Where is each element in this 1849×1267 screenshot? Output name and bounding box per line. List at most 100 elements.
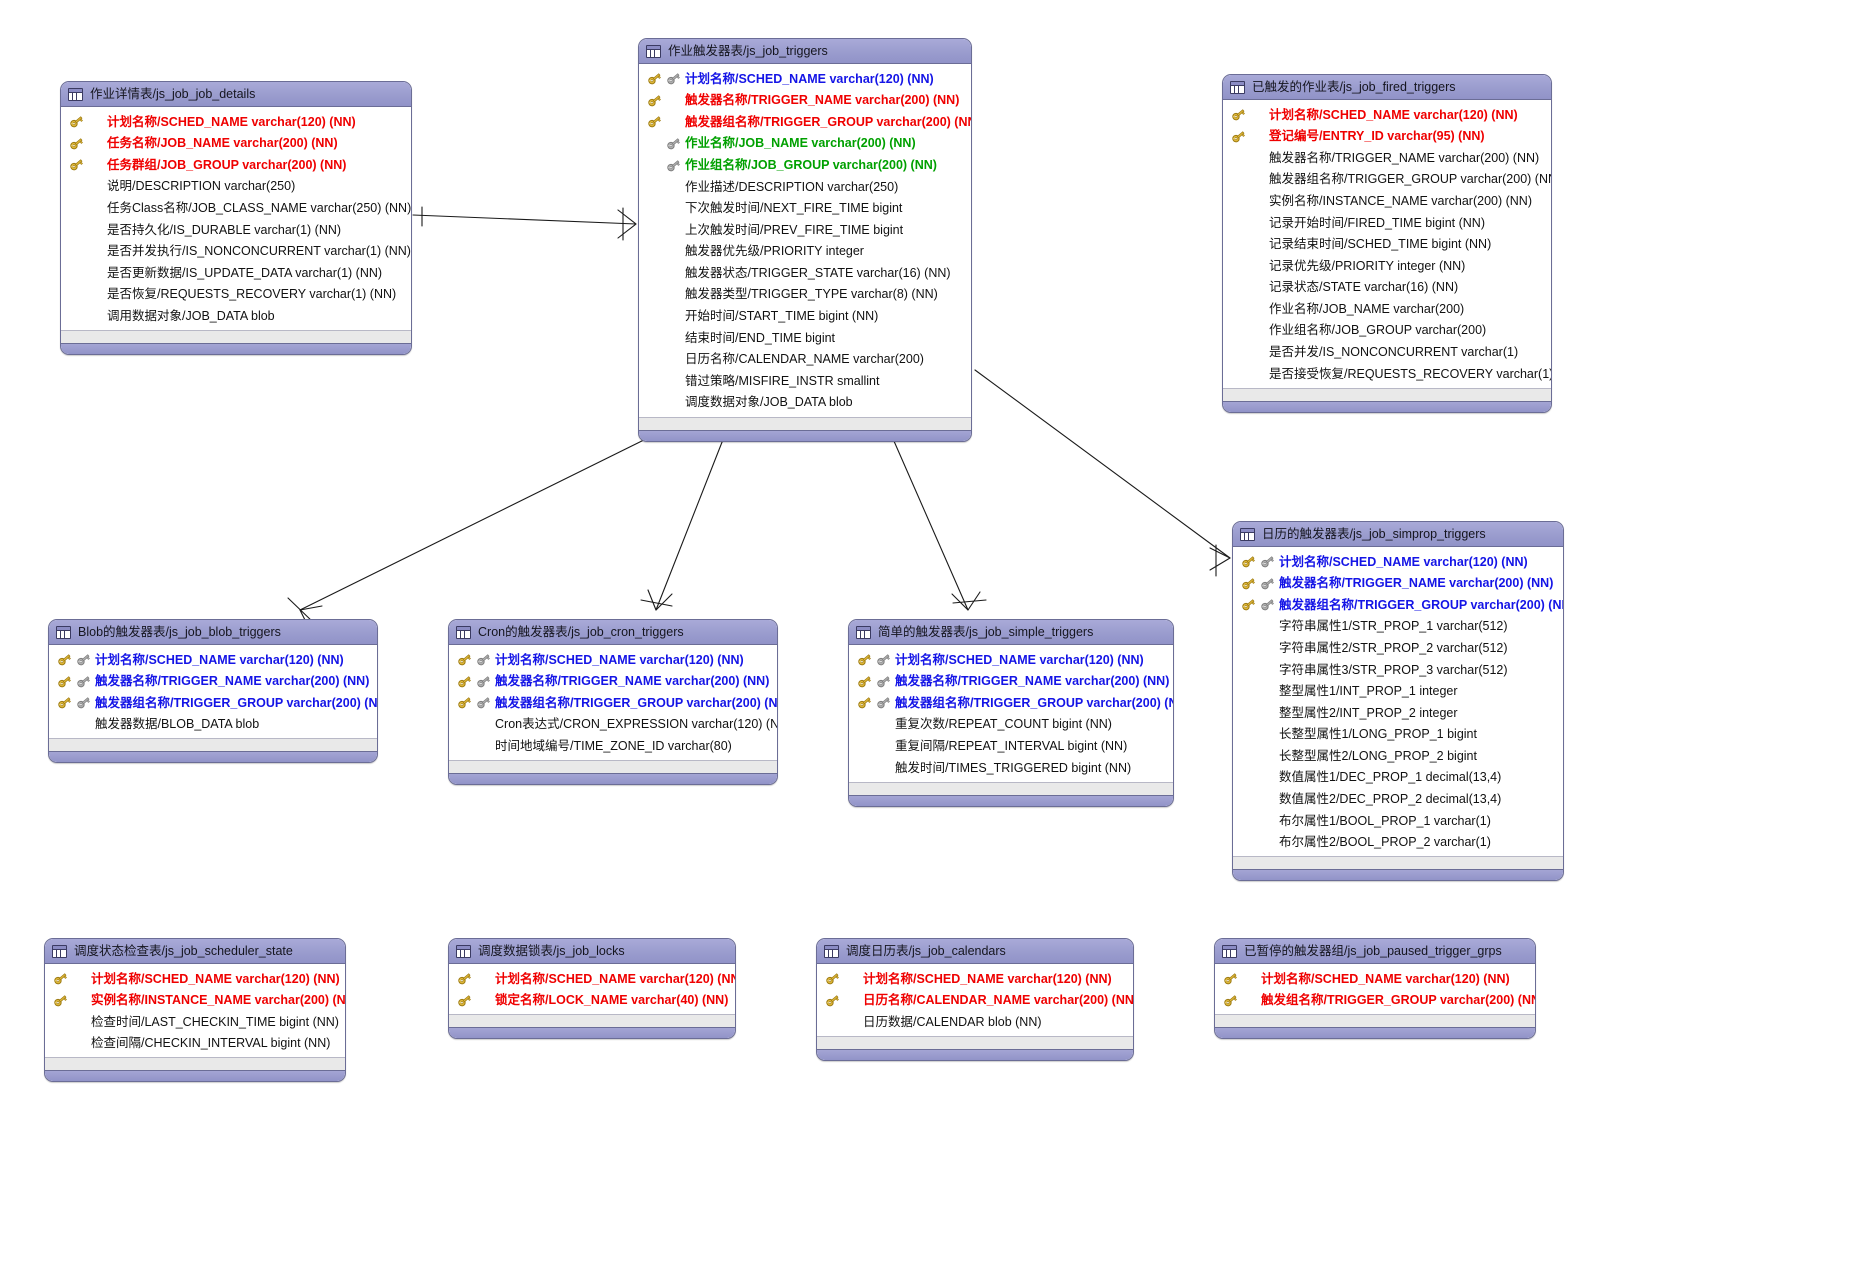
attribute-row[interactable]: 作业名称/JOB_NAME varchar(200) (NN) — [639, 133, 971, 155]
attribute-row[interactable]: 触发器组名称/TRIGGER_GROUP varchar(200) (NN) — [849, 692, 1173, 714]
attribute-row[interactable]: 计划名称/SCHED_NAME varchar(120) (NN) — [449, 968, 735, 990]
attribute-row[interactable]: 任务群组/JOB_GROUP varchar(200) (NN) — [61, 154, 411, 176]
attribute-row[interactable]: 结束时间/END_TIME bigint — [639, 327, 971, 349]
attribute-row[interactable]: 触发器数据/BLOB_DATA blob — [49, 714, 377, 736]
entity-header-locks[interactable]: 调度数据锁表/js_job_locks — [449, 939, 735, 964]
attribute-row[interactable]: 触发器组名称/TRIGGER_GROUP varchar(200) (NN) — [49, 692, 377, 714]
attribute-row[interactable]: 整型属性1/INT_PROP_1 integer — [1233, 681, 1563, 703]
attribute-row[interactable]: 重复间隔/REPEAT_INTERVAL bigint (NN) — [849, 735, 1173, 757]
attribute-row[interactable]: 整型属性2/INT_PROP_2 integer — [1233, 702, 1563, 724]
entity-calendars[interactable]: 调度日历表/js_job_calendars 计划名称/SCHED_NAME va… — [816, 938, 1134, 1061]
attribute-row[interactable]: 调用数据对象/JOB_DATA blob — [61, 305, 411, 327]
entity-header-job_triggers[interactable]: 作业触发器表/js_job_triggers — [639, 39, 971, 64]
attribute-row[interactable]: 触发器状态/TRIGGER_STATE varchar(16) (NN) — [639, 262, 971, 284]
attribute-row[interactable]: 实例名称/INSTANCE_NAME varchar(200) (NN) — [45, 990, 345, 1012]
attribute-row[interactable]: 计划名称/SCHED_NAME varchar(120) (NN) — [49, 649, 377, 671]
attribute-row[interactable]: 时间地域编号/TIME_ZONE_ID varchar(80) — [449, 735, 777, 757]
attribute-row[interactable]: 记录状态/STATE varchar(16) (NN) — [1223, 277, 1551, 299]
attribute-row[interactable]: 是否恢复/REQUESTS_RECOVERY varchar(1) (NN) — [61, 284, 411, 306]
attribute-row[interactable]: 触发器优先级/PRIORITY integer — [639, 241, 971, 263]
attribute-row[interactable]: 登记编号/ENTRY_ID varchar(95) (NN) — [1223, 126, 1551, 148]
attribute-row[interactable]: 任务Class名称/JOB_CLASS_NAME varchar(250) (N… — [61, 197, 411, 219]
attribute-row[interactable]: 下次触发时间/NEXT_FIRE_TIME bigint — [639, 198, 971, 220]
entity-locks[interactable]: 调度数据锁表/js_job_locks 计划名称/SCHED_NAME varch… — [448, 938, 736, 1040]
attribute-row[interactable]: 检查间隔/CHECKIN_INTERVAL bigint (NN) — [45, 1033, 345, 1055]
attribute-row[interactable]: Cron表达式/CRON_EXPRESSION varchar(120) (NN… — [449, 714, 777, 736]
entity-cron_triggers[interactable]: Cron的触发器表/js_job_cron_triggers 计划名称/SCHED… — [448, 619, 778, 785]
attribute-row[interactable]: 触发器名称/TRIGGER_NAME varchar(200) (NN) — [1223, 147, 1551, 169]
attribute-row[interactable]: 日历数据/CALENDAR blob (NN) — [817, 1011, 1133, 1033]
attribute-row[interactable]: 字符串属性3/STR_PROP_3 varchar(512) — [1233, 659, 1563, 681]
attribute-row[interactable]: 重复次数/REPEAT_COUNT bigint (NN) — [849, 714, 1173, 736]
attribute-row[interactable]: 是否更新数据/IS_UPDATE_DATA varchar(1) (NN) — [61, 262, 411, 284]
attribute-row[interactable]: 开始时间/START_TIME bigint (NN) — [639, 306, 971, 328]
attribute-row[interactable]: 说明/DESCRIPTION varchar(250) — [61, 176, 411, 198]
entity-header-fired_triggers[interactable]: 已触发的作业表/js_job_fired_triggers — [1223, 75, 1551, 100]
attribute-row[interactable]: 计划名称/SCHED_NAME varchar(120) (NN) — [849, 649, 1173, 671]
attribute-row[interactable]: 触发组名称/TRIGGER_GROUP varchar(200) (NN) — [1215, 990, 1535, 1012]
entity-header-paused_trigger_grps[interactable]: 已暂停的触发器组/js_job_paused_trigger_grps — [1215, 939, 1535, 964]
attribute-row[interactable]: 计划名称/SCHED_NAME varchar(120) (NN) — [817, 968, 1133, 990]
attribute-row[interactable]: 触发器组名称/TRIGGER_GROUP varchar(200) (NN) — [1233, 594, 1563, 616]
attribute-row[interactable]: 调度数据对象/JOB_DATA blob — [639, 392, 971, 414]
attribute-row[interactable]: 触发器名称/TRIGGER_NAME varchar(200) (NN) — [639, 90, 971, 112]
attribute-row[interactable]: 触发时间/TIMES_TRIGGERED bigint (NN) — [849, 757, 1173, 779]
attribute-row[interactable]: 长整型属性1/LONG_PROP_1 bigint — [1233, 724, 1563, 746]
entity-header-simprop_triggers[interactable]: 日历的触发器表/js_job_simprop_triggers — [1233, 522, 1563, 547]
attribute-row[interactable]: 字符串属性2/STR_PROP_2 varchar(512) — [1233, 637, 1563, 659]
attribute-row[interactable]: 计划名称/SCHED_NAME varchar(120) (NN) — [449, 649, 777, 671]
attribute-row[interactable]: 触发器组名称/TRIGGER_GROUP varchar(200) (NN) — [449, 692, 777, 714]
attribute-row[interactable]: 计划名称/SCHED_NAME varchar(120) (NN) — [1215, 968, 1535, 990]
attribute-row[interactable]: 上次触发时间/PREV_FIRE_TIME bigint — [639, 219, 971, 241]
attribute-row[interactable]: 触发器名称/TRIGGER_NAME varchar(200) (NN) — [449, 671, 777, 693]
attribute-row[interactable]: 触发器类型/TRIGGER_TYPE varchar(8) (NN) — [639, 284, 971, 306]
attribute-row[interactable]: 数值属性2/DEC_PROP_2 decimal(13,4) — [1233, 789, 1563, 811]
entity-simple_triggers[interactable]: 简单的触发器表/js_job_simple_triggers 计划名称/SCHED… — [848, 619, 1174, 807]
attribute-row[interactable]: 锁定名称/LOCK_NAME varchar(40) (NN) — [449, 990, 735, 1012]
attribute-row[interactable]: 布尔属性2/BOOL_PROP_2 varchar(1) — [1233, 832, 1563, 854]
attribute-row[interactable]: 计划名称/SCHED_NAME varchar(120) (NN) — [1223, 104, 1551, 126]
attribute-row[interactable]: 作业组名称/JOB_GROUP varchar(200) (NN) — [639, 154, 971, 176]
entity-blob_triggers[interactable]: Blob的触发器表/js_job_blob_triggers 计划名称/SCHED… — [48, 619, 378, 764]
entity-fired_triggers[interactable]: 已触发的作业表/js_job_fired_triggers 计划名称/SCHED_… — [1222, 74, 1552, 413]
attribute-row[interactable]: 触发器名称/TRIGGER_NAME varchar(200) (NN) — [1233, 573, 1563, 595]
entity-header-scheduler_state[interactable]: 调度状态检查表/js_job_scheduler_state — [45, 939, 345, 964]
attribute-row[interactable]: 触发器名称/TRIGGER_NAME varchar(200) (NN) — [849, 671, 1173, 693]
attribute-row[interactable]: 触发器组名称/TRIGGER_GROUP varchar(200) (NN) — [639, 111, 971, 133]
attribute-row[interactable]: 记录优先级/PRIORITY integer (NN) — [1223, 255, 1551, 277]
attribute-row[interactable]: 字符串属性1/STR_PROP_1 varchar(512) — [1233, 616, 1563, 638]
attribute-row[interactable]: 作业组名称/JOB_GROUP varchar(200) — [1223, 320, 1551, 342]
entity-paused_trigger_grps[interactable]: 已暂停的触发器组/js_job_paused_trigger_grps 计划名称/… — [1214, 938, 1536, 1040]
attribute-row[interactable]: 记录开始时间/FIRED_TIME bigint (NN) — [1223, 212, 1551, 234]
entity-simprop_triggers[interactable]: 日历的触发器表/js_job_simprop_triggers 计划名称/SCHE… — [1232, 521, 1564, 882]
attribute-row[interactable]: 计划名称/SCHED_NAME varchar(120) (NN) — [45, 968, 345, 990]
entity-header-calendars[interactable]: 调度日历表/js_job_calendars — [817, 939, 1133, 964]
attribute-row[interactable]: 触发器名称/TRIGGER_NAME varchar(200) (NN) — [49, 671, 377, 693]
attribute-row[interactable]: 检查时间/LAST_CHECKIN_TIME bigint (NN) — [45, 1011, 345, 1033]
attribute-row[interactable]: 触发器组名称/TRIGGER_GROUP varchar(200) (NN) — [1223, 169, 1551, 191]
attribute-row[interactable]: 作业名称/JOB_NAME varchar(200) — [1223, 298, 1551, 320]
attribute-row[interactable]: 是否接受恢复/REQUESTS_RECOVERY varchar(1) — [1223, 363, 1551, 385]
attribute-row[interactable]: 布尔属性1/BOOL_PROP_1 varchar(1) — [1233, 810, 1563, 832]
attribute-row[interactable]: 错过策略/MISFIRE_INSTR smallint — [639, 370, 971, 392]
attribute-row[interactable]: 日历名称/CALENDAR_NAME varchar(200) (NN) — [817, 990, 1133, 1012]
entity-header-simple_triggers[interactable]: 简单的触发器表/js_job_simple_triggers — [849, 620, 1173, 645]
attribute-row[interactable]: 任务名称/JOB_NAME varchar(200) (NN) — [61, 133, 411, 155]
entity-job_details[interactable]: 作业详情表/js_job_job_details 计划名称/SCHED_NAME … — [60, 81, 412, 355]
attribute-row[interactable]: 长整型属性2/LONG_PROP_2 bigint — [1233, 745, 1563, 767]
attribute-row[interactable]: 实例名称/INSTANCE_NAME varchar(200) (NN) — [1223, 190, 1551, 212]
entity-header-job_details[interactable]: 作业详情表/js_job_job_details — [61, 82, 411, 107]
entity-header-cron_triggers[interactable]: Cron的触发器表/js_job_cron_triggers — [449, 620, 777, 645]
attribute-row[interactable]: 是否并发执行/IS_NONCONCURRENT varchar(1) (NN) — [61, 241, 411, 263]
attribute-row[interactable]: 计划名称/SCHED_NAME varchar(120) (NN) — [61, 111, 411, 133]
attribute-row[interactable]: 是否持久化/IS_DURABLE varchar(1) (NN) — [61, 219, 411, 241]
entity-header-blob_triggers[interactable]: Blob的触发器表/js_job_blob_triggers — [49, 620, 377, 645]
attribute-row[interactable]: 是否并发/IS_NONCONCURRENT varchar(1) — [1223, 342, 1551, 364]
attribute-row[interactable]: 日历名称/CALENDAR_NAME varchar(200) — [639, 349, 971, 371]
attribute-row[interactable]: 作业描述/DESCRIPTION varchar(250) — [639, 176, 971, 198]
entity-scheduler_state[interactable]: 调度状态检查表/js_job_scheduler_state 计划名称/SCHED… — [44, 938, 346, 1083]
attribute-row[interactable]: 数值属性1/DEC_PROP_1 decimal(13,4) — [1233, 767, 1563, 789]
attribute-row[interactable]: 记录结束时间/SCHED_TIME bigint (NN) — [1223, 234, 1551, 256]
attribute-row[interactable]: 计划名称/SCHED_NAME varchar(120) (NN) — [1233, 551, 1563, 573]
